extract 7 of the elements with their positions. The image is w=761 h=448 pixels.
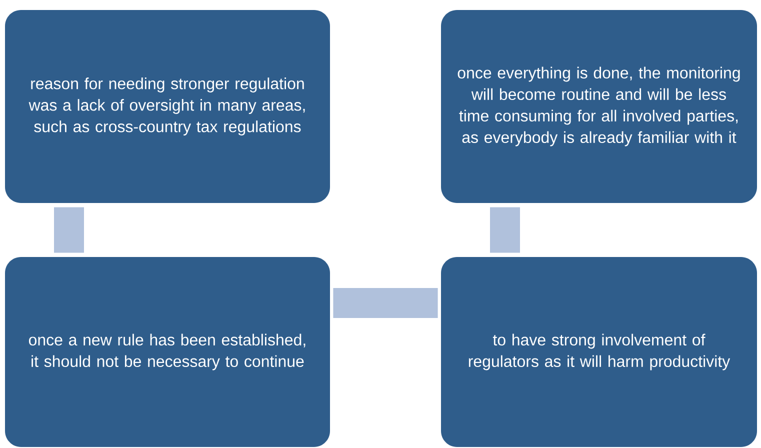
- process-box: once everything is done, the monitoring will become routine and will be less time consuming for all involved parties, as everybody is already familiar with it: [441, 10, 757, 203]
- connector-bar: [54, 207, 84, 253]
- process-box: once a new rule has been established, it should not be necessary to continue: [5, 257, 330, 447]
- process-box: reason for needing stronger regulation was a lack of oversight in many areas, such as cross-country tax regulations: [5, 10, 330, 203]
- connector-bar: [333, 288, 438, 318]
- connector-bar: [490, 207, 520, 253]
- process-box: to have strong involvement of regulators as it will harm productivity: [441, 257, 757, 447]
